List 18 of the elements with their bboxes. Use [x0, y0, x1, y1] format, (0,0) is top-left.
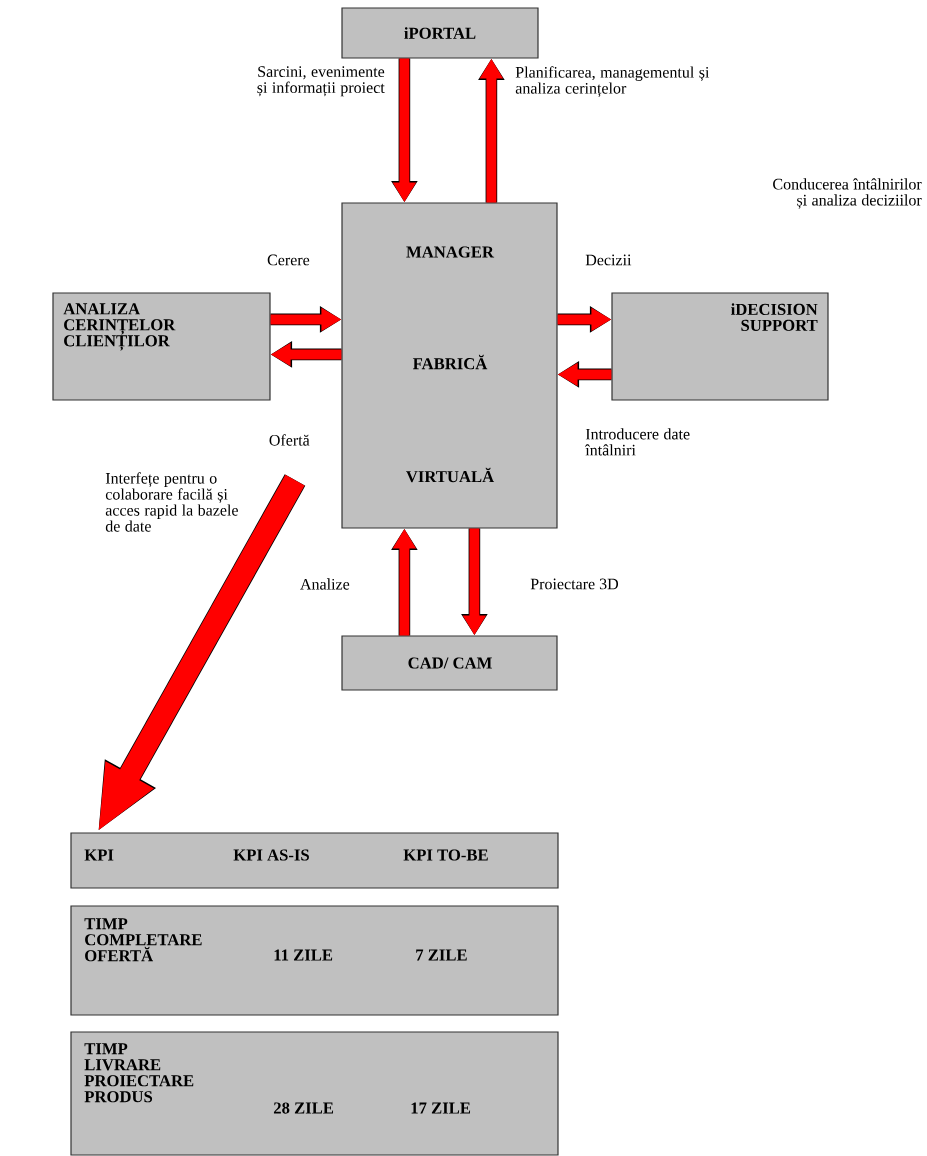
process-box: iDECISION SUPPORT	[611, 292, 829, 401]
note-label: Conducerea întâlnirilor și analiza deciziilor	[773, 178, 922, 209]
process-box: MANAGER FABRICĂ VIRTUALĂ	[341, 202, 558, 529]
edge-label: Analize	[300, 578, 350, 590]
edge-label: Interfețe pentru o colaborare facilă și acces rapid la bazele de date	[105, 472, 238, 532]
process-box: TIMP LIVRARE PROIECTARE PRODUS 28 ZILE 17 ZILE	[70, 1031, 559, 1156]
edge-label: Sarcini, evenimente și informații proiect	[257, 66, 385, 97]
process-box: TIMP COMPLETARE OFERTĂ 11 ZILE 7 ZILE	[70, 905, 559, 1016]
edge-label: Introducere date întâlniri	[584, 428, 690, 456]
edge-label: Cerere	[267, 254, 310, 266]
process-box: CAD/ CAM	[341, 635, 558, 691]
edge-label: Proiectare 3D	[530, 578, 619, 590]
edge-label: Ofertă	[269, 434, 310, 446]
process-box: ANALIZA CERINȚELOR CLIENȚILOR	[52, 292, 271, 401]
edge-label: Decizii	[585, 254, 632, 266]
process-box: KPI KPI AS-IS KPI TO-BE	[70, 832, 559, 889]
edge-label: Planificarea, managementul și analiza cerințelor	[515, 66, 710, 97]
process-box: iPORTAL	[341, 7, 539, 59]
